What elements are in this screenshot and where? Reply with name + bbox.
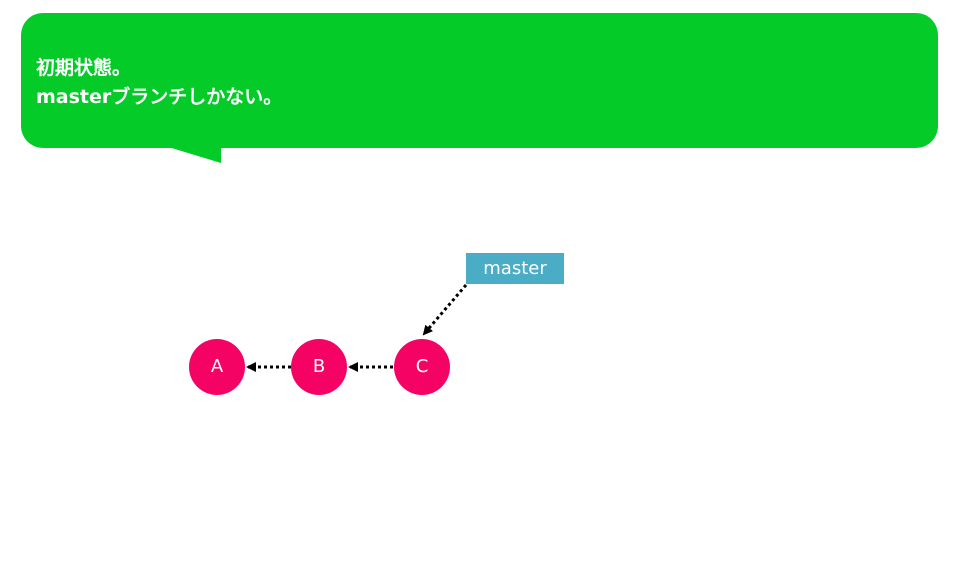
commit-node-c: C bbox=[394, 339, 450, 395]
commit-node-b: B bbox=[291, 339, 347, 395]
callout-line-2: masterブランチしかない。 bbox=[36, 86, 283, 108]
branch-label-master: master bbox=[466, 253, 564, 284]
callout-line-1: 初期状態。 bbox=[36, 57, 132, 79]
commit-node-a: A bbox=[189, 339, 245, 395]
arrow-master-to-c bbox=[422, 284, 468, 336]
callout-text: 初期状態。 masterブランチしかない。 bbox=[36, 54, 282, 112]
callout-bubble bbox=[21, 13, 938, 148]
